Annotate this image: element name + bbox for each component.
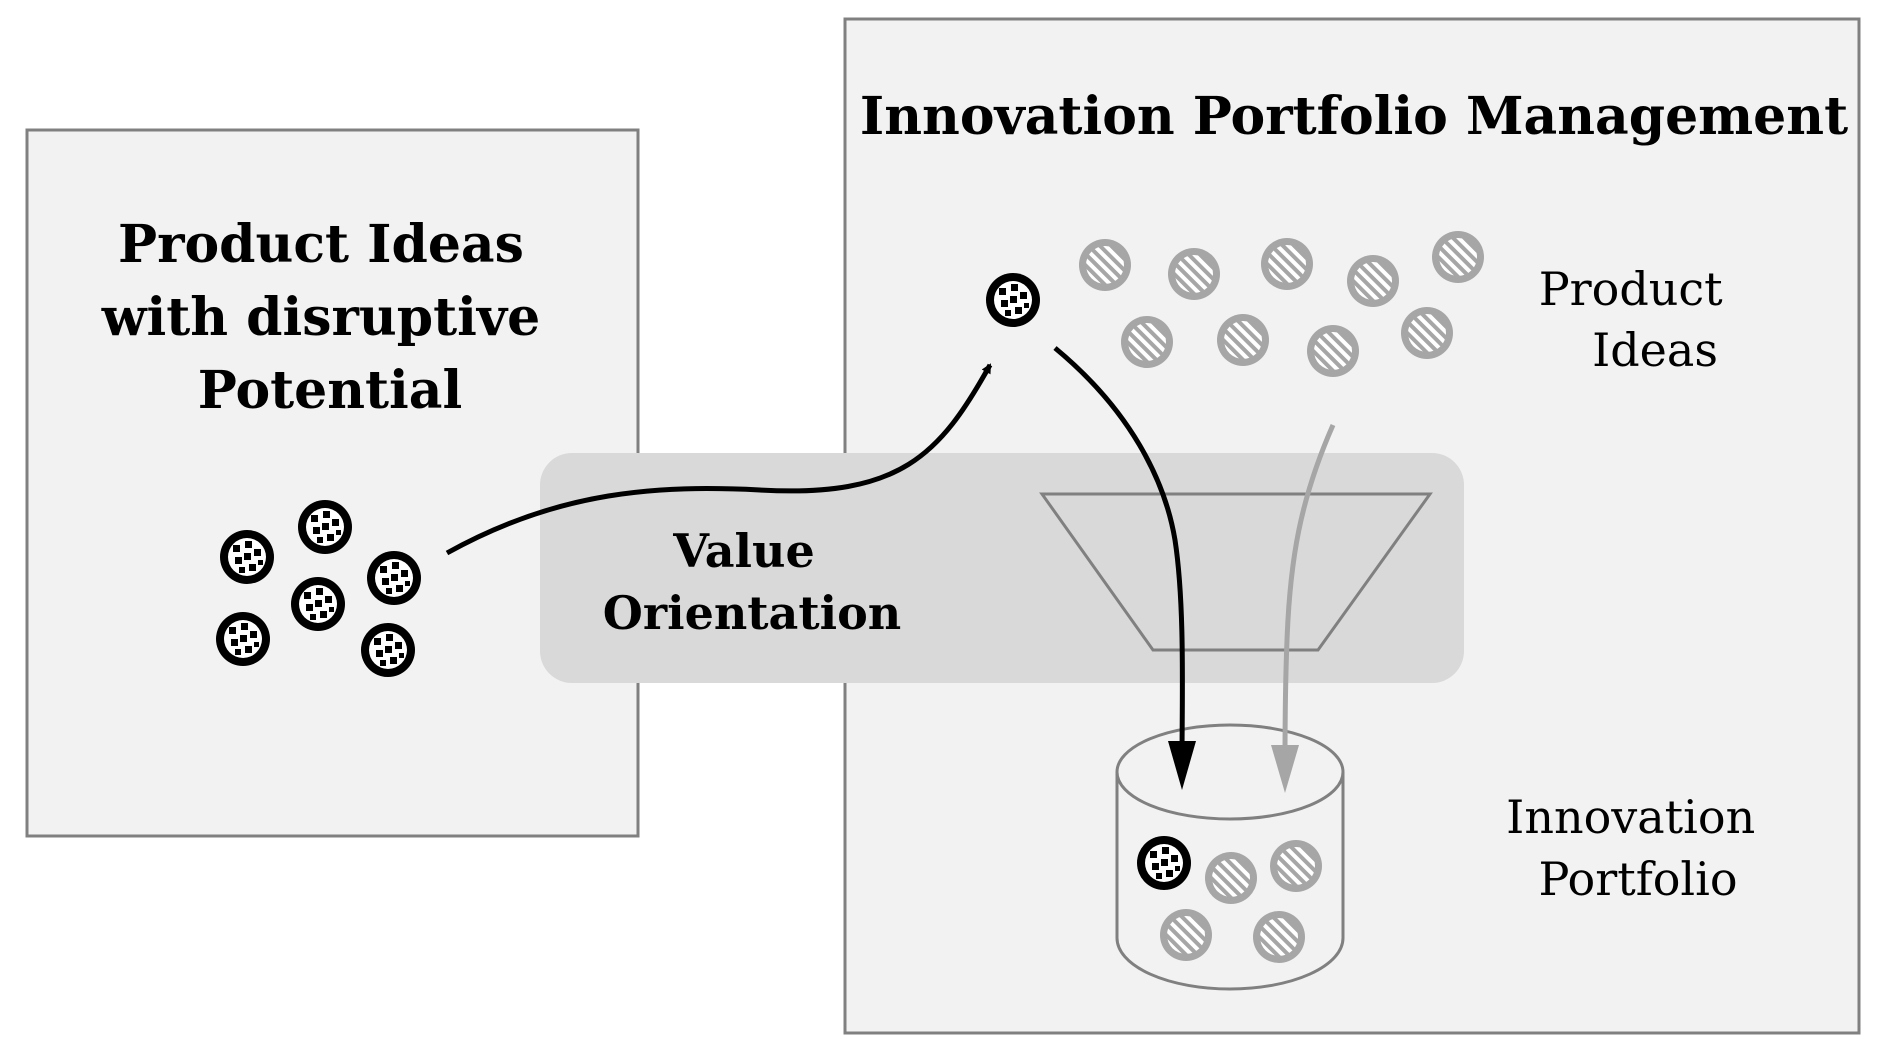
dotted-circle-icon [367, 551, 421, 605]
left-panel-title-line-1: Product Ideas [118, 214, 524, 275]
value-orientation-arrow [445, 363, 993, 556]
dotted-circle-icon [298, 500, 352, 554]
hatched-circle-icon [1432, 231, 1484, 283]
right-panel-title: Innovation Portfolio Management [860, 86, 1848, 147]
hatched-circle-icon [1253, 911, 1305, 963]
dotted-circle-icon [986, 273, 1040, 327]
disruptive-idea-arrow [1053, 346, 1185, 761]
svg-text:Value Orientation: Value Orientation [603, 524, 901, 640]
product-ideas-label-line-2: Ideas [1592, 323, 1718, 377]
hatched-circle-icon [1347, 255, 1399, 307]
innovation-portfolio-label-line-1: Innovation [1506, 790, 1755, 844]
hatched-circle-icon [1079, 239, 1131, 291]
hatched-circle-icon [1270, 840, 1322, 892]
value-orientation-label-line-2: Orientation [603, 586, 901, 640]
dotted-circle-icon [361, 623, 415, 677]
hatched-circle-icon [1217, 314, 1269, 366]
dotted-circle-icon [1137, 836, 1191, 890]
dotted-circle-icon [220, 530, 274, 584]
hatched-circle-icon [1121, 316, 1173, 368]
left-panel-title-line-2: with disruptive [101, 287, 540, 348]
dotted-circle-icon [216, 612, 270, 666]
funnel-icon [1039, 492, 1433, 652]
value-orientation-band [540, 453, 1464, 683]
value-orientation-label-line-1: Value [672, 524, 814, 578]
product-ideas-arrow [1282, 423, 1336, 761]
svg-text:Innovation Portfolio: Innovation Portfolio [1506, 790, 1770, 906]
product-ideas-label-line-1: Product [1539, 262, 1723, 316]
product-ideas-arrowhead [1271, 745, 1299, 793]
hatched-circle-icon [1307, 325, 1359, 377]
dotted-circle-icon [291, 577, 345, 631]
hatched-circle-icon [1401, 307, 1453, 359]
hatched-circle-icon [1160, 909, 1212, 961]
hatched-circle-icon [1168, 248, 1220, 300]
svg-text:Product Ideas with disrupt: Product Ideas with disruptive Potential [101, 214, 559, 421]
left-panel-title-line-3: Potential [198, 360, 463, 421]
innovation-portfolio-label-line-2: Portfolio [1538, 852, 1737, 906]
hatched-circle-icon [1261, 238, 1313, 290]
svg-text:Product Ideas: Product Ideas [1539, 262, 1738, 377]
disruptive-idea-arrowhead [1168, 741, 1196, 790]
left-panel [25, 128, 640, 838]
hatched-circle-icon [1205, 852, 1257, 904]
